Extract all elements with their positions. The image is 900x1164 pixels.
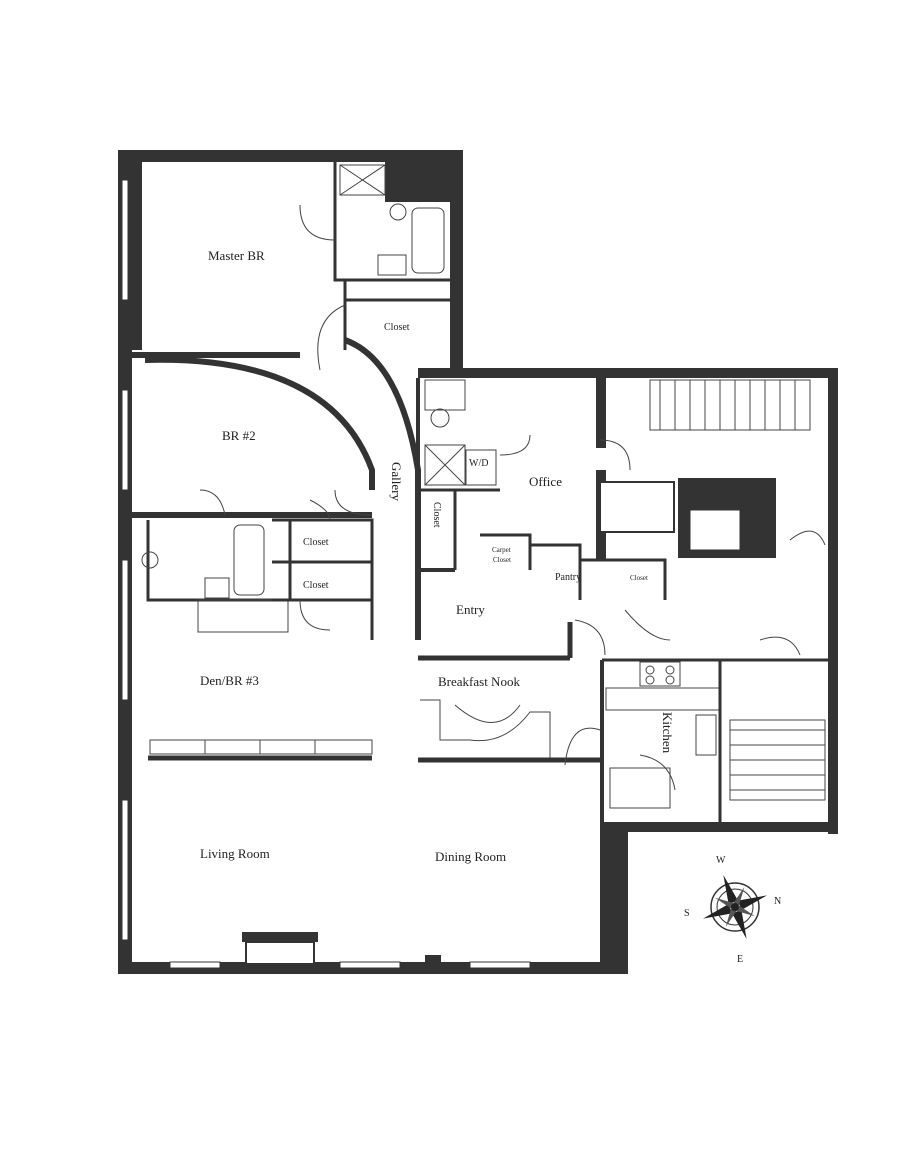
label-wd: W/D [469, 458, 488, 469]
label-living-room: Living Room [200, 846, 270, 861]
label-br2: BR #2 [222, 428, 256, 443]
label-carpet-closet-1: Carpet [492, 546, 511, 554]
windows-left [121, 150, 142, 941]
label-carpet-closet-2: Closet [493, 556, 511, 564]
label-closet-a: Closet [303, 537, 329, 548]
compass-n: N [774, 896, 781, 907]
label-master-br: Master BR [208, 248, 265, 263]
label-kitchen: Kitchen [660, 712, 675, 754]
door-swings [199, 204, 826, 791]
label-entry: Entry [456, 602, 485, 617]
label-pantry: Pantry [555, 572, 581, 583]
label-gallery: Gallery [389, 462, 404, 501]
interior-walls [132, 162, 828, 969]
stair-treads-top [659, 380, 796, 430]
label-closet-b: Closet [303, 580, 329, 591]
label-office: Office [529, 474, 562, 489]
label-dining-room: Dining Room [435, 849, 506, 864]
compass-rose-icon [703, 875, 767, 939]
compass-s: S [684, 908, 690, 919]
label-closet-gallery: Closet [431, 502, 442, 528]
label-den: Den/BR #3 [200, 673, 259, 688]
compass-w: W [716, 855, 726, 866]
stair-treads-bottom [730, 729, 825, 791]
label-closet-pantry: Closet [630, 574, 648, 582]
label-closet-master: Closet [384, 322, 410, 333]
label-breakfast-nook: Breakfast Nook [438, 674, 520, 689]
compass-e: E [737, 954, 743, 965]
